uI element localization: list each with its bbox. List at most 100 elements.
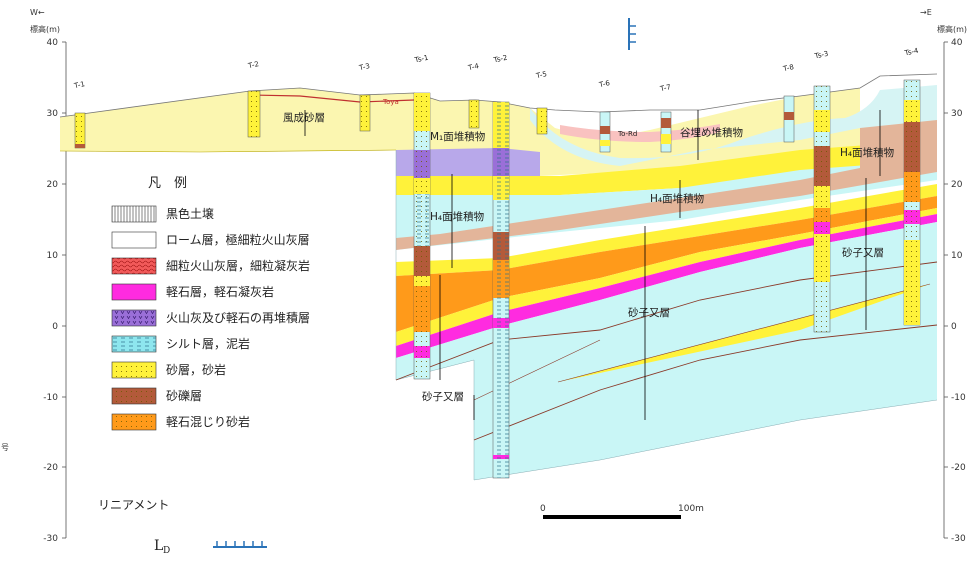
borehole-Ts-1 xyxy=(413,92,431,380)
borehole-label: T-5 xyxy=(535,70,548,80)
borehole-Ts-4 xyxy=(903,79,921,326)
ld-label: L xyxy=(154,538,163,554)
scale-end-label: 100m xyxy=(678,504,704,514)
layer-base-silt xyxy=(474,325,937,480)
left-axis-ticks: 40 30 20 10 0 -10 -20 -30 xyxy=(43,38,66,544)
tick-label-right: -10 xyxy=(951,393,966,403)
legend-item: 火山灰及び軽石の再堆積層 xyxy=(111,309,310,327)
tick-label-left: -20 xyxy=(43,463,58,473)
legend-label: シルト層，泥岩 xyxy=(166,336,250,351)
borehole-T-6 xyxy=(599,111,611,153)
legend-label: 火山灰及び軽石の再堆積層 xyxy=(166,310,310,325)
borehole-label: Ts-4 xyxy=(903,47,920,58)
label-fusei: 風成砂層 xyxy=(283,111,325,124)
elevation-label-right: 標高(m) xyxy=(937,24,967,34)
borehole-Ts-2 xyxy=(492,101,510,479)
label-sunago-left: 砂子又層 xyxy=(422,390,464,403)
tick-label-left: -10 xyxy=(43,393,58,403)
label-kokumaime: 谷埋め堆積物 xyxy=(680,126,743,139)
western-block-outline xyxy=(395,150,938,481)
legend-label: 細粒火山灰層，細粒凝灰岩 xyxy=(166,258,310,273)
direction-east-label: →E xyxy=(920,8,932,17)
borehole-T-2 xyxy=(247,90,261,138)
legend-items: 黒色土壌ローム層，極細粒火山灰層細粒火山灰層，細粒凝灰岩軽石層，軽石凝灰岩火山灰… xyxy=(111,205,310,431)
legend-label: 砂礫層 xyxy=(166,388,202,403)
legend-item: シルト層，泥岩 xyxy=(111,335,250,353)
bedding-line-1 xyxy=(473,324,938,441)
label-sunago-mid: 砂子又層 xyxy=(628,306,670,319)
borehole-label: Ts-1 xyxy=(413,54,429,65)
tick-label-right: 20 xyxy=(951,180,963,190)
ld-sub-label: D xyxy=(163,546,170,556)
side-label: 号 xyxy=(1,443,9,452)
legend-item: 細粒火山灰層，細粒凝灰岩 xyxy=(111,257,310,275)
borehole-T-5 xyxy=(536,107,548,135)
label-to-rd: To-Rd xyxy=(617,130,637,138)
borehole-label: T-1 xyxy=(73,80,86,90)
legend-swatch xyxy=(111,283,157,301)
legend-item: 軽石層，軽石凝灰岩 xyxy=(111,283,274,301)
scale-bar: 0 100m xyxy=(540,504,704,519)
tick-label-left: -30 xyxy=(43,534,58,544)
legend-title: 凡 例 xyxy=(148,176,187,191)
legend-label: ローム層，極細粒火山灰層 xyxy=(166,232,310,247)
layers xyxy=(59,73,938,481)
borehole-columns xyxy=(74,79,921,479)
layer-pumice xyxy=(396,214,937,358)
legend-item: 軽石混じり砂岩 xyxy=(111,413,250,431)
borehole-label: Ts-2 xyxy=(492,54,508,65)
label-h4-left: H₄面堆積物 xyxy=(430,210,484,223)
tick-label-left: 0 xyxy=(52,322,58,332)
tick-label-right: -20 xyxy=(951,463,966,473)
borehole-label: T-4 xyxy=(467,62,481,72)
tick-label-left: 20 xyxy=(47,180,59,190)
borehole-Ts-3 xyxy=(813,85,831,333)
legend-label: 砂層，砂岩 xyxy=(166,362,226,377)
legend: 凡 例 黒色土壌ローム層，極細粒火山灰層細粒火山灰層，細粒凝灰岩軽石層，軽石凝灰… xyxy=(111,176,310,431)
borehole-T-1 xyxy=(74,112,86,149)
legend-item: 砂礫層 xyxy=(111,387,202,405)
borehole-label: T-6 xyxy=(598,79,612,89)
legend-label: 軽石混じり砂岩 xyxy=(166,414,250,429)
tick-label-left: 40 xyxy=(47,38,59,48)
tick-label-right: 40 xyxy=(951,38,963,48)
legend-item: 黒色土壌 xyxy=(111,205,214,223)
legend-label: 軽石層，軽石凝灰岩 xyxy=(166,284,274,299)
label-h4-mid: H₄面堆積物 xyxy=(650,192,704,205)
tick-label-right: 30 xyxy=(951,109,963,119)
wedge-line xyxy=(557,283,931,383)
borehole-label: T-8 xyxy=(782,63,795,73)
layer-sand-thin xyxy=(396,184,937,276)
layer-deep-silt xyxy=(396,222,937,440)
layer-valley-fill xyxy=(530,85,937,166)
tick-label-right: 10 xyxy=(951,251,963,261)
tick-label-right: 0 xyxy=(951,322,957,332)
elevation-label-left: 標高(m) xyxy=(30,24,60,34)
borehole-label: Ts-3 xyxy=(813,50,829,61)
legend-item: ローム層，極細粒火山灰層 xyxy=(111,231,310,249)
label-toya: Toya xyxy=(382,98,399,106)
toya-line xyxy=(249,94,415,103)
lineament-symbol-icon xyxy=(213,541,267,548)
legend-label: 黒色土壌 xyxy=(166,207,214,221)
legend-item: 砂層，砂岩 xyxy=(111,361,226,379)
tick-label-left: 10 xyxy=(47,251,59,261)
tick-label-right: -30 xyxy=(951,534,966,544)
layer-upper-sand xyxy=(396,140,937,195)
borehole-label: T-2 xyxy=(247,60,260,70)
thickness-arrows xyxy=(304,110,881,420)
legend-swatch xyxy=(111,231,157,249)
label-sunago-right: 砂子又層 xyxy=(842,246,884,259)
borehole-T-3 xyxy=(359,94,371,132)
layer-lower-sand xyxy=(396,208,937,346)
tick-label-left: 30 xyxy=(47,109,59,119)
borehole-label: T-7 xyxy=(659,83,672,93)
base-line xyxy=(59,149,397,153)
unit-labels: 風成砂層 Toya M₁面堆積物 To-Rd 谷埋め堆積物 H₄面堆積物 H₄面… xyxy=(283,98,894,403)
lineament-map-marker-icon xyxy=(628,18,636,50)
layer-pumiceous-sandstone xyxy=(396,196,937,332)
borehole-T-4 xyxy=(468,99,480,129)
lineament-label: リニアメント xyxy=(98,498,169,512)
